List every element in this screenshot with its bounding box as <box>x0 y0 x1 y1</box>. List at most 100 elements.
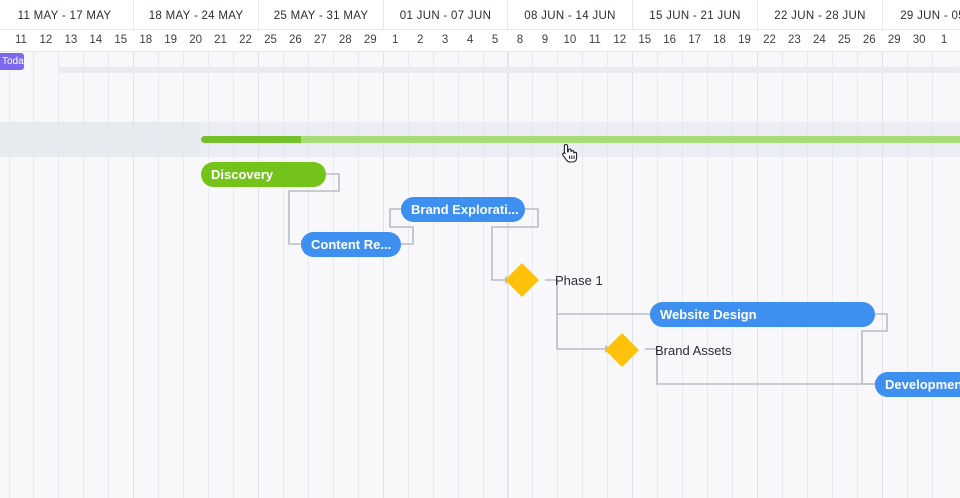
day-grid-line <box>907 52 908 498</box>
day-grid-line <box>283 52 284 498</box>
day-grid-line <box>308 52 309 498</box>
day-header: 3 <box>441 34 449 46</box>
day-header: 19 <box>738 34 751 46</box>
milestone-diamond-icon[interactable] <box>605 333 639 367</box>
day-grid-line <box>208 52 209 498</box>
day-header: 22 <box>239 34 252 46</box>
day-header: 19 <box>164 34 178 46</box>
week-header: 22 JUN - 28 JUN <box>757 0 882 30</box>
day-header: 20 <box>189 34 202 46</box>
day-grid-line <box>58 52 59 498</box>
day-header: 26 <box>289 34 302 46</box>
week-header: 25 MAY - 31 MAY <box>258 0 383 30</box>
day-header: 9 <box>541 34 549 46</box>
day-grid-line <box>33 52 34 498</box>
day-header: 15 <box>114 34 128 46</box>
hand-pointer-icon <box>562 143 578 163</box>
day-header: 22 <box>763 34 776 46</box>
day-header: 4 <box>466 34 474 46</box>
day-grid-line <box>483 52 484 498</box>
task-brand-exploration[interactable]: Brand Explorati... <box>401 197 525 222</box>
week-header: 18 MAY - 24 MAY <box>133 0 258 30</box>
day-header: 14 <box>89 34 103 46</box>
day-grid-line <box>732 52 733 498</box>
week-header: 01 JUN - 07 JUN <box>383 0 507 30</box>
task-content-research[interactable]: Content Re... <box>301 232 401 257</box>
milestone-label: Phase 1 <box>555 273 603 288</box>
day-header: 18 <box>713 34 726 46</box>
week-header: 15 JUN - 21 JUN <box>632 0 757 30</box>
day-grid-line <box>582 52 583 498</box>
week-header-row: 11 MAY - 17 MAY 18 MAY - 24 MAY 25 MAY -… <box>0 0 960 30</box>
day-header: 27 <box>313 34 327 46</box>
day-grid-line <box>857 52 858 498</box>
week-header: 29 JUN - 05 JUL <box>882 0 960 30</box>
day-header: 26 <box>862 34 876 46</box>
day-grid-line <box>83 52 84 498</box>
day-header: 16 <box>663 34 677 46</box>
day-header: 23 <box>788 34 801 46</box>
day-header: 25 <box>837 34 851 46</box>
day-header: 21 <box>214 34 227 46</box>
day-header: 11 <box>14 34 27 46</box>
horizontal-scrollbar[interactable] <box>58 67 960 73</box>
day-header: 2 <box>416 34 424 46</box>
day-grid-line <box>557 52 558 498</box>
dependency-line <box>556 314 605 350</box>
today-badge[interactable]: Today <box>0 53 24 70</box>
day-header: 1 <box>392 34 399 46</box>
day-header: 25 <box>264 34 277 46</box>
day-grid-line <box>607 52 608 498</box>
day-header: 13 <box>64 34 78 46</box>
day-header: 28 <box>338 34 352 46</box>
week-grid-line <box>507 52 508 498</box>
week-header: 08 JUN - 14 JUN <box>507 0 632 30</box>
day-grid-line <box>233 52 234 498</box>
milestone-diamond-icon[interactable] <box>505 263 539 297</box>
day-grid-line <box>333 52 334 498</box>
week-grid-line <box>882 52 883 498</box>
day-header: 29 <box>363 34 377 46</box>
day-grid-line <box>682 52 683 498</box>
day-header: 8 <box>516 34 524 46</box>
group-progress-fill <box>201 136 302 143</box>
day-header: 15 <box>638 34 652 46</box>
day-grid-line <box>358 52 359 498</box>
week-grid-line <box>258 52 259 498</box>
day-grid-line <box>433 52 434 498</box>
day-header: 17 <box>688 34 701 46</box>
day-header: 30 <box>912 34 926 46</box>
day-grid-line <box>183 52 184 498</box>
day-header: 29 <box>887 34 901 46</box>
task-website-design[interactable]: Website Design <box>650 302 875 327</box>
week-grid-line <box>133 52 134 498</box>
day-grid-line <box>458 52 459 498</box>
week-grid-line <box>383 52 384 498</box>
day-grid-line <box>932 52 933 498</box>
day-header: 5 <box>491 34 499 46</box>
day-header: 10 <box>563 34 577 46</box>
day-grid-line <box>782 52 783 498</box>
day-grid-line <box>9 52 10 498</box>
day-grid-line <box>408 52 409 498</box>
day-grid-line <box>832 52 833 498</box>
week-grid-line <box>757 52 758 498</box>
day-grid-line <box>158 52 159 498</box>
week-header: 11 MAY - 17 MAY <box>0 0 133 30</box>
group-progress-bar[interactable] <box>201 136 960 143</box>
day-header: 12 <box>613 34 627 46</box>
day-header: 18 <box>139 34 153 46</box>
day-header: 11 <box>588 34 601 46</box>
day-grid-line <box>807 52 808 498</box>
day-grid-line <box>108 52 109 498</box>
task-development[interactable]: Development <box>875 372 960 397</box>
day-header: 12 <box>39 34 53 46</box>
day-header: 24 <box>812 34 826 46</box>
day-grid-line <box>657 52 658 498</box>
milestone-label: Brand Assets <box>655 343 732 358</box>
day-header: 1 <box>940 34 948 46</box>
task-discovery[interactable]: Discovery <box>201 162 326 187</box>
